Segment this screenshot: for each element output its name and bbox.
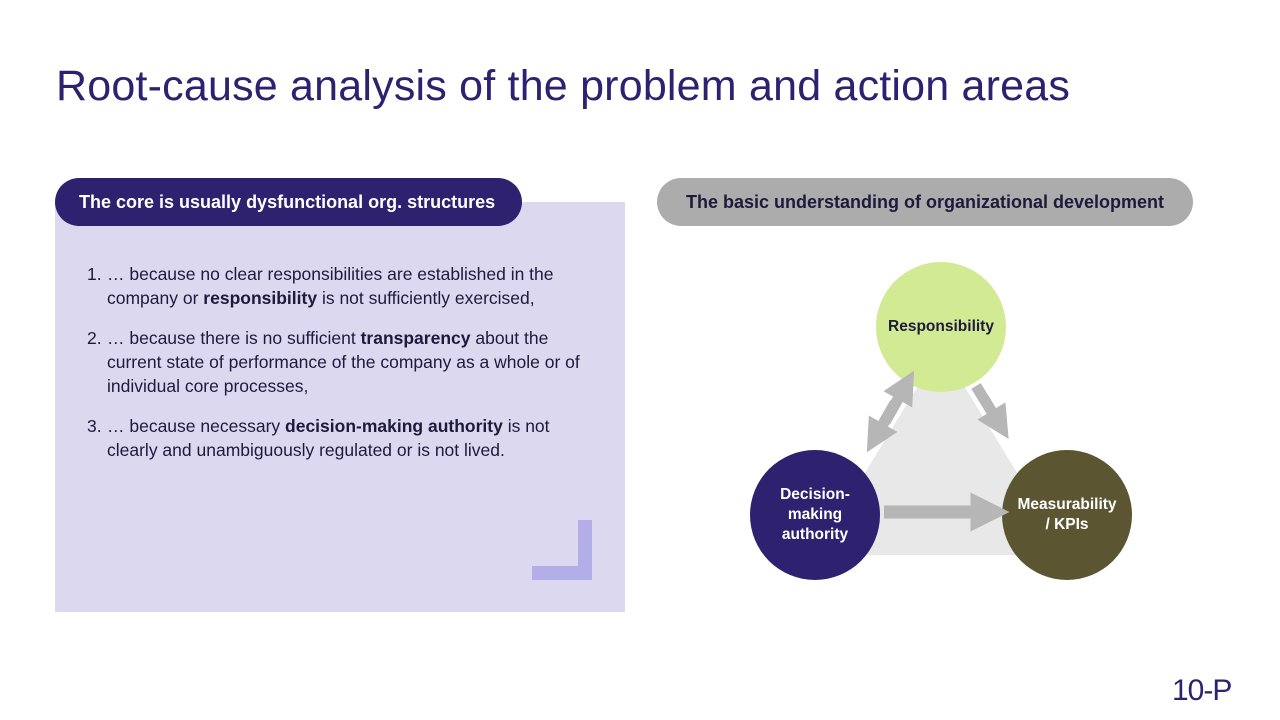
node-responsibility xyxy=(876,262,1006,392)
reason-item: 1. … because no clear responsibilities a… xyxy=(87,262,597,310)
node-measurability-kpis xyxy=(1002,450,1132,580)
company-logo: 10-P xyxy=(1172,674,1232,707)
reason-keyword: transparency xyxy=(360,328,471,348)
reason-keyword: decision-making authority xyxy=(285,416,503,436)
reason-text: … because necessary decision-making auth… xyxy=(107,416,550,460)
right-panel-header: The basic understanding of organizationa… xyxy=(657,178,1193,226)
node-label-responsibility: Responsibility xyxy=(888,318,994,335)
reason-number: 2. xyxy=(87,328,102,348)
reason-item: 2. … because there is no sufficient tran… xyxy=(87,326,597,398)
corner-bracket-decoration xyxy=(532,520,592,580)
reason-number: 1. xyxy=(87,264,102,284)
arrow-responsibility-to-measurability xyxy=(971,383,1009,440)
left-panel-header: The core is usually dysfunctional org. s… xyxy=(55,178,522,226)
node-label-decision-making-authority: Decision- making authority xyxy=(780,486,850,543)
arrow-responsibility-to-decision xyxy=(866,400,900,453)
slide-title: Root-cause analysis of the problem and a… xyxy=(56,62,1071,110)
reason-number: 3. xyxy=(87,416,102,436)
reasons-list: 1. … because no clear responsibilities a… xyxy=(87,262,597,478)
reason-text: … because there is no sufficient transpa… xyxy=(107,328,580,396)
left-panel xyxy=(55,202,625,612)
reason-item: 3. … because necessary decision-making a… xyxy=(87,414,597,462)
node-decision-making-authority xyxy=(750,450,880,580)
node-label-measurability-kpis: Measurability / KPIs xyxy=(1017,496,1117,533)
reason-keyword: responsibility xyxy=(203,288,318,308)
reason-text: … because no clear responsibilities are … xyxy=(107,264,554,308)
